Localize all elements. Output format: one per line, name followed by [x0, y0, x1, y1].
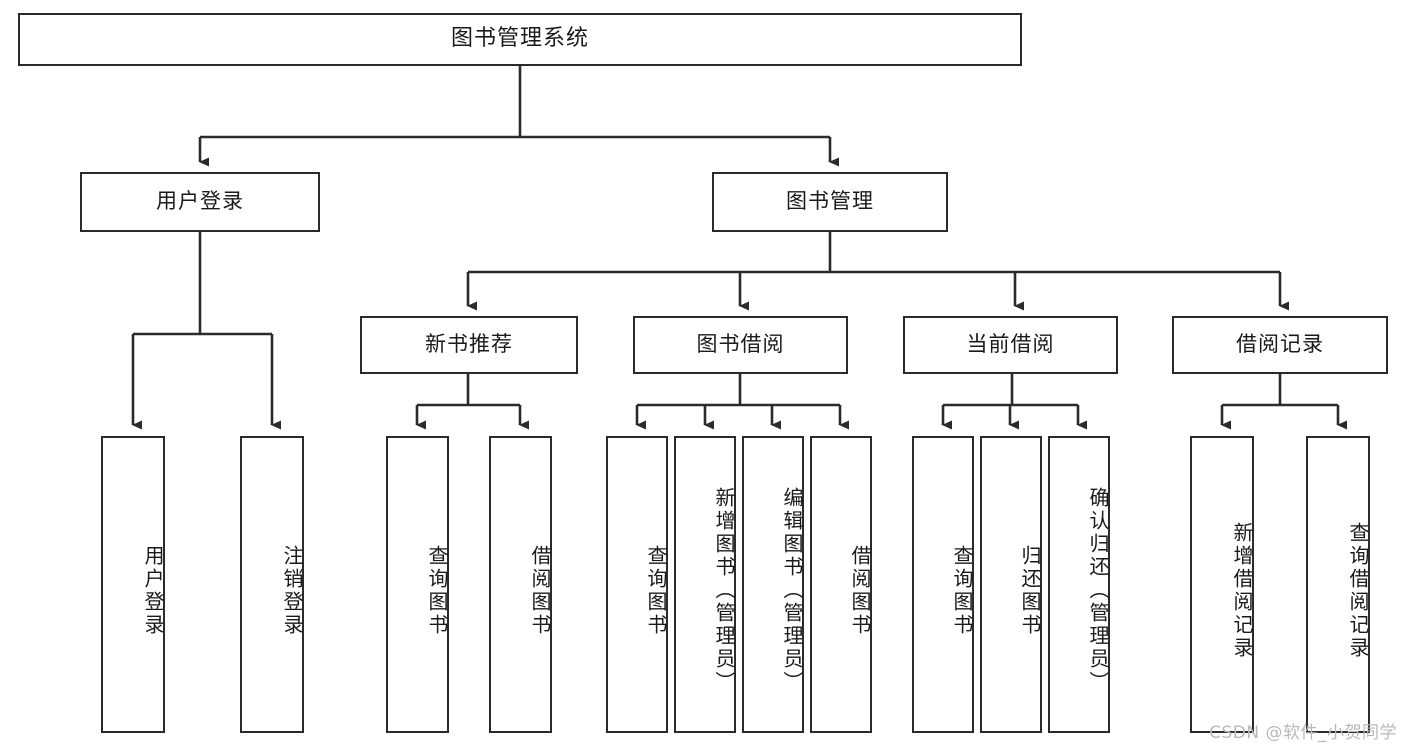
leaf-edit-book-label: 编辑图书（管理员） — [780, 487, 804, 694]
leaf-query-record[interactable]: 查询借阅记录 — [1306, 436, 1370, 733]
leaf-user-login-label: 用户登录 — [141, 544, 165, 637]
leaf-borrow-book-2-label: 借阅图书 — [848, 544, 872, 637]
node-borrow-record[interactable]: 借阅记录 — [1172, 316, 1388, 374]
node-new-book-recommend-label: 新书推荐 — [425, 332, 513, 357]
leaf-query-book-2-label: 查询图书 — [644, 544, 668, 637]
leaf-edit-book[interactable]: 编辑图书（管理员） — [742, 436, 804, 733]
leaf-add-book-label: 新增图书（管理员） — [712, 487, 736, 694]
leaf-return-book-label: 归还图书 — [1018, 544, 1042, 637]
leaf-add-record-label: 新增借阅记录 — [1230, 521, 1254, 660]
leaf-user-login[interactable]: 用户登录 — [101, 436, 165, 733]
leaf-confirm-return[interactable]: 确认归还（管理员） — [1048, 436, 1110, 733]
leaf-logout-login[interactable]: 注销登录 — [240, 436, 304, 733]
node-user-login-label: 用户登录 — [156, 189, 244, 214]
leaf-query-book-3-label: 查询图书 — [950, 544, 974, 637]
leaf-borrow-book-2[interactable]: 借阅图书 — [810, 436, 872, 733]
node-book-manage[interactable]: 图书管理 — [712, 172, 948, 232]
node-new-book-recommend[interactable]: 新书推荐 — [360, 316, 578, 374]
leaf-query-book-2[interactable]: 查询图书 — [606, 436, 668, 733]
node-book-borrow-label: 图书借阅 — [696, 332, 785, 357]
node-book-manage-label: 图书管理 — [786, 189, 874, 214]
leaf-query-book-1-label: 查询图书 — [425, 544, 449, 637]
leaf-confirm-return-label: 确认归还（管理员） — [1086, 487, 1110, 694]
leaf-return-book[interactable]: 归还图书 — [980, 436, 1042, 733]
node-root[interactable]: 图书管理系统 — [18, 13, 1022, 66]
node-current-borrow-label: 当前借阅 — [966, 332, 1055, 357]
leaf-query-book-3[interactable]: 查询图书 — [912, 436, 974, 733]
node-borrow-record-label: 借阅记录 — [1236, 332, 1324, 357]
leaf-borrow-book-1-label: 借阅图书 — [528, 544, 552, 637]
watermark: CSDN @软件_小贺同学 — [1209, 723, 1397, 743]
leaf-logout-login-label: 注销登录 — [280, 544, 304, 637]
node-book-borrow[interactable]: 图书借阅 — [633, 316, 848, 374]
leaf-add-record[interactable]: 新增借阅记录 — [1190, 436, 1254, 733]
leaf-add-book[interactable]: 新增图书（管理员） — [674, 436, 736, 733]
node-current-borrow[interactable]: 当前借阅 — [903, 316, 1118, 374]
node-user-login[interactable]: 用户登录 — [80, 172, 320, 232]
leaf-query-record-label: 查询借阅记录 — [1346, 521, 1370, 660]
node-root-label: 图书管理系统 — [450, 26, 589, 52]
leaf-query-book-1[interactable]: 查询图书 — [386, 436, 449, 733]
leaf-borrow-book-1[interactable]: 借阅图书 — [489, 436, 552, 733]
